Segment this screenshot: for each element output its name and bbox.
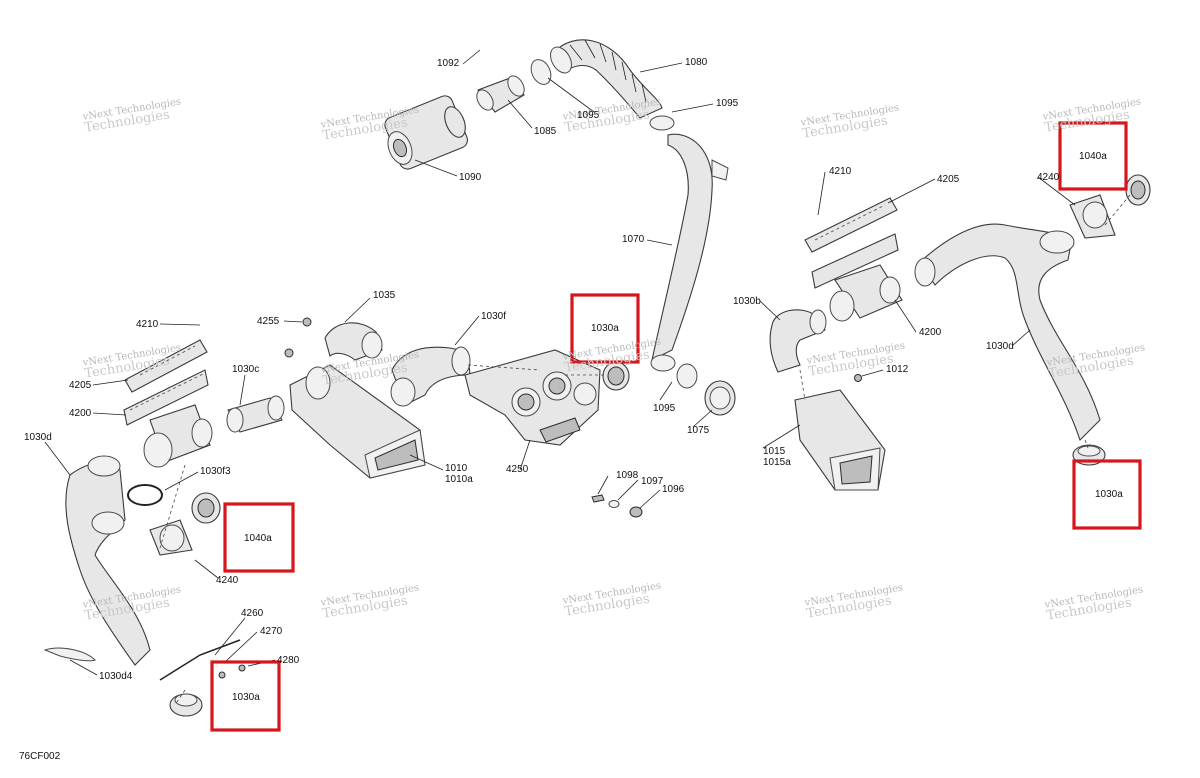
adapter-1040a-left (191, 492, 221, 524)
callout-label: 4210 (136, 319, 159, 330)
callout-label: 4255 (257, 316, 280, 327)
plenum-4250 (464, 349, 630, 446)
callout-label: 1085 (534, 126, 557, 137)
callout-label: 4240 (216, 575, 239, 586)
housing-1010 (289, 364, 426, 479)
diagram-reference-code: 76CF002 (19, 751, 61, 762)
callout-label: 1096 (662, 484, 685, 495)
highlight-1030a-right (1072, 459, 1142, 530)
hose-1030d-right (914, 223, 1101, 442)
callout-label: 1090 (459, 172, 482, 183)
elbow-1035 (324, 322, 383, 361)
callout-label: 1095 (653, 403, 676, 414)
callout-label: 1015 (763, 446, 786, 457)
coupler-1030a-bottom-left (169, 693, 203, 717)
mount-4200-left (143, 404, 213, 468)
highlight-1040a-left (223, 502, 295, 573)
callout-label: 1030d (24, 432, 52, 443)
callout-label: 1030c (232, 364, 260, 375)
callout-label: 4270 (260, 626, 283, 637)
callout-label: 1097 (641, 476, 664, 487)
assembly-dashed-lines (159, 194, 1131, 706)
highlight-1030a-mid (570, 293, 640, 364)
screw-4255 (284, 317, 312, 358)
callout-label: 1030a (232, 692, 260, 703)
fasteners-1098-1097-1096 (591, 494, 643, 518)
callout-label: 4200 (919, 327, 942, 338)
callout-label: 4240 (1037, 172, 1060, 183)
clamp-1095-right (649, 115, 675, 131)
callout-label: 1030a (1095, 489, 1123, 500)
callout-label: 4280 (277, 655, 300, 666)
callout-label: 4205 (937, 174, 960, 185)
coupler-1075 (704, 380, 736, 416)
highlight-1040a-right (1058, 121, 1128, 191)
callout-label: 1095 (716, 98, 739, 109)
intake-duct-1070 (650, 133, 729, 372)
callout-label: 1030d4 (99, 671, 133, 682)
callout-label: 4205 (69, 380, 92, 391)
callout-label: 1030b (733, 296, 761, 307)
elbow-1030b (769, 309, 827, 373)
highlight-1030a-bottom-left (210, 660, 281, 732)
callout-label: 1035 (373, 290, 396, 301)
hose-1030d-left (65, 455, 151, 666)
adapter-1040a-right (1125, 174, 1151, 206)
callout-label: 1040a (1079, 151, 1107, 162)
callout-label: 1030f (481, 311, 507, 322)
coupler-1030c (226, 395, 285, 433)
callout-label: 1010 (445, 463, 468, 474)
callout-label: 1040a (244, 533, 272, 544)
callout-label: 1010a (445, 474, 473, 485)
highlight-boxes (210, 121, 1142, 732)
bracket-4240-right (1069, 194, 1116, 239)
air-filter-1090 (384, 95, 469, 170)
bellows-hose-1080 (550, 39, 663, 119)
tie-strap-1030d4 (43, 647, 96, 662)
boot-1085 (476, 75, 525, 113)
callout-label: 1030a (591, 323, 619, 334)
bracket-4210-4205-left (123, 339, 209, 426)
callout-label: 4250 (506, 464, 529, 475)
callout-label: 1015a (763, 457, 791, 468)
clamp-4260-4270-4280 (159, 639, 246, 681)
clamp-1095-mid (676, 363, 698, 389)
callout-label: 1030f3 (200, 466, 231, 477)
callout-label: 1030d (986, 341, 1014, 352)
callout-label: 1075 (687, 425, 710, 436)
callout-label: 1092 (437, 58, 460, 69)
callout-label: 4260 (241, 608, 264, 619)
callout-label: 1012 (886, 364, 909, 375)
callout-label: 1070 (622, 234, 645, 245)
bracket-4210-4205-right (804, 197, 899, 289)
mount-4200-right (829, 264, 903, 322)
callout-label: 4200 (69, 408, 92, 419)
callout-label: 1080 (685, 57, 708, 68)
bracket-4240-left (149, 519, 193, 556)
callout-label: 1095 (577, 110, 600, 121)
clamp-1095-top (530, 59, 552, 85)
tie-strap-1030f3 (127, 484, 163, 506)
callout-label: 4210 (829, 166, 852, 177)
housing-1015 (794, 374, 886, 491)
duct-1030f (390, 346, 471, 407)
callout-label: 1098 (616, 470, 639, 481)
